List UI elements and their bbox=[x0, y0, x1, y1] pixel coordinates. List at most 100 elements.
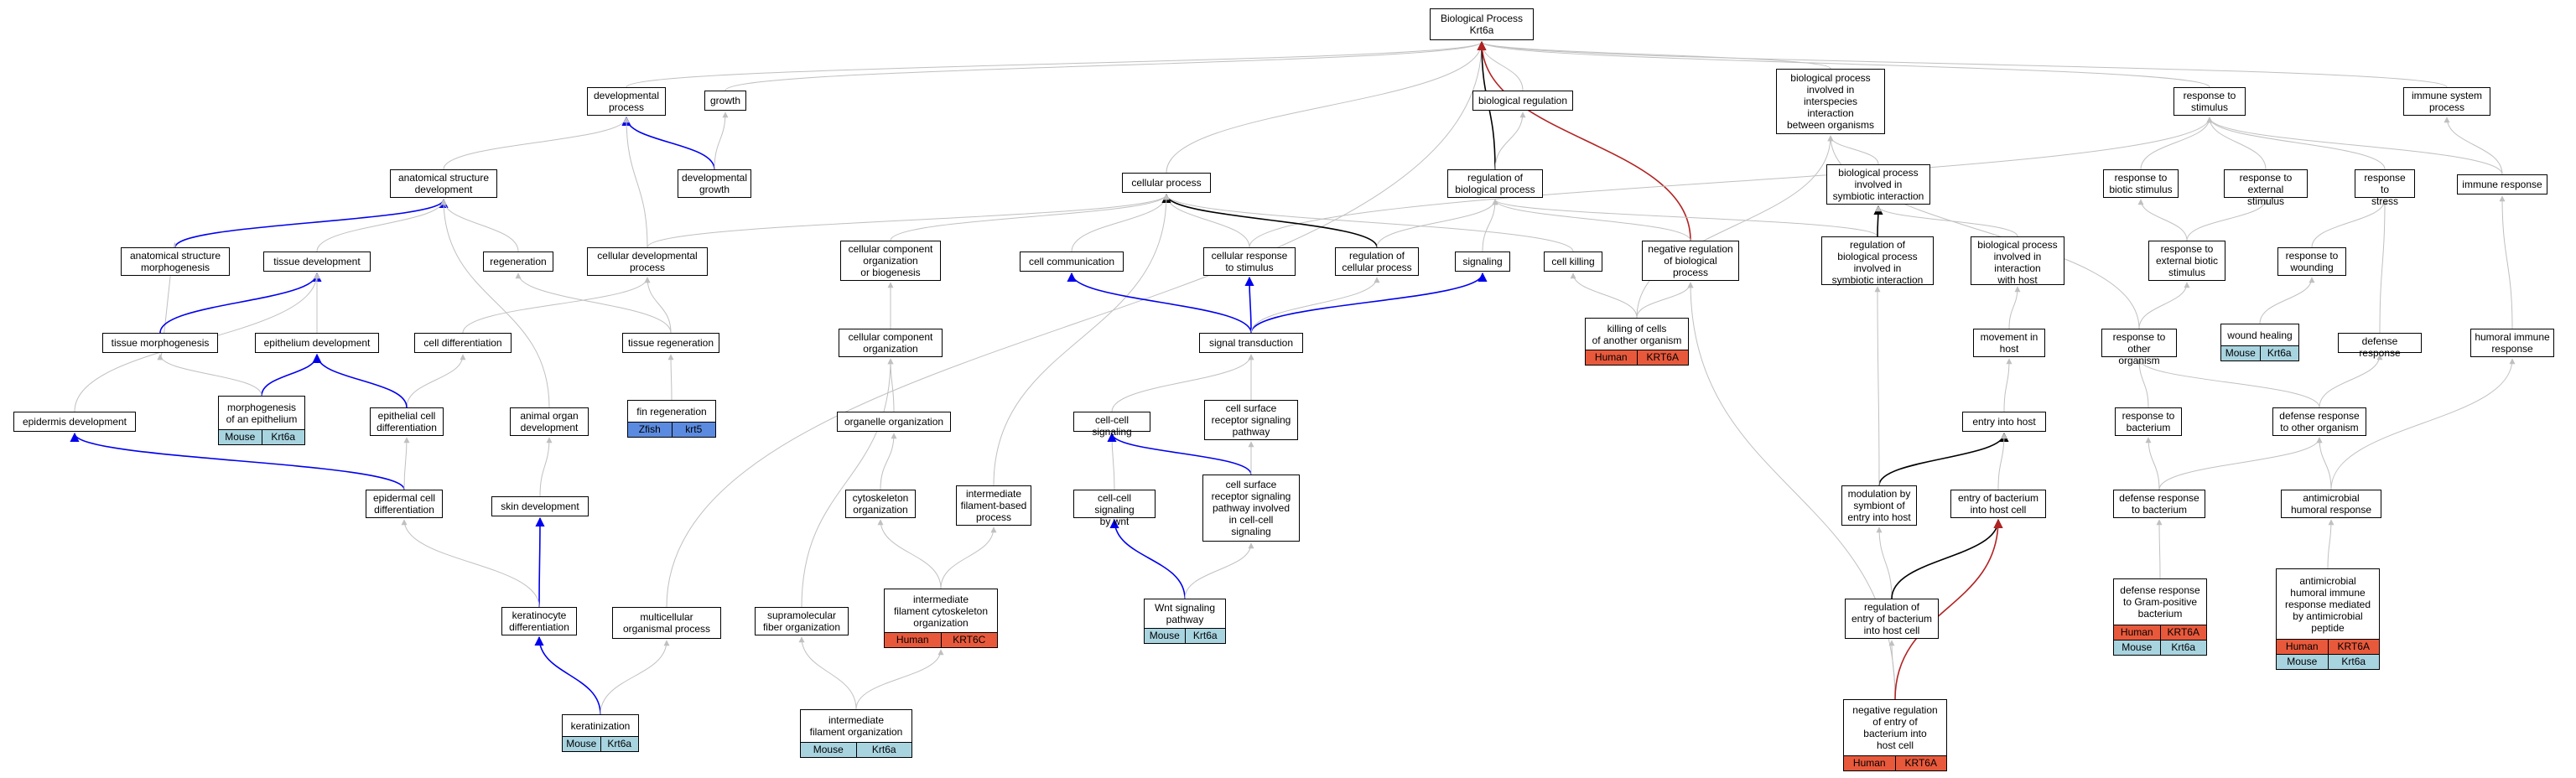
go-term-label: defense response to other organism bbox=[2279, 410, 2360, 433]
edge-movhost-to-bpihost bbox=[2008, 286, 2021, 329]
go-term-negreg: negative regulation of biological proces… bbox=[1642, 241, 1739, 281]
go-term-modentry: modulation by symbiont of entry into hos… bbox=[1841, 485, 1917, 526]
go-term-animalorgan: animal organ development bbox=[510, 407, 589, 436]
edge-epicelldiff-to-celldiff bbox=[406, 354, 466, 408]
go-term-label: Wnt signaling pathway bbox=[1154, 602, 1216, 625]
edge-negregentry-to-entrybact bbox=[1894, 518, 2003, 700]
go-term-cellkilling: cell killing bbox=[1544, 252, 1602, 272]
go-term-ccob: cellular component organization or bioge… bbox=[840, 241, 941, 281]
species-gene-tag: KRT6A bbox=[1894, 756, 1946, 770]
go-term-label: wound healing bbox=[2227, 329, 2293, 341]
species-gene-tag: Mouse bbox=[801, 743, 856, 757]
go-term-label: regulation of biological process involve… bbox=[1831, 239, 1924, 286]
go-term-label: developmental process bbox=[593, 90, 660, 113]
go-term-resporg: response to other organism bbox=[2101, 329, 2177, 366]
edge-regsym-to-symbiotic bbox=[1873, 205, 1883, 237]
go-term-label: cell-cell signaling bbox=[1092, 414, 1132, 438]
edge-epidcelldiff-to-epicelldiff bbox=[403, 437, 410, 490]
go-term-label: entry of bacterium into host cell bbox=[1957, 492, 2039, 516]
go-term-label: cellular response to stimulus bbox=[1211, 250, 1288, 273]
edge-bpihost-to-symbiotic bbox=[1875, 205, 2018, 237]
edge-modentry-to-regsym bbox=[1874, 286, 1881, 486]
go-term-respwound: response to wounding bbox=[2277, 247, 2346, 276]
go-term-cytoorg: cytoskeleton organization bbox=[845, 490, 916, 518]
edge-respext-to-respstim bbox=[2206, 117, 2267, 170]
go-term-ccswnt: cell-cell signaling by wnt bbox=[1073, 490, 1156, 527]
go-term-label: negative regulation of biological proces… bbox=[1648, 243, 1733, 278]
go-term-defgram: defense response to Gram-positive bacter… bbox=[2113, 578, 2207, 656]
edge-regsym-to-regbio bbox=[1492, 199, 1878, 237]
go-term-regsym: regulation of biological process involve… bbox=[1821, 236, 1934, 286]
go-term-multi: multicellular organismal process bbox=[612, 607, 721, 639]
go-term-label: cell killing bbox=[1551, 256, 1595, 267]
go-term-epidev: epithelium development bbox=[255, 333, 379, 353]
edge-respextbio-to-respext bbox=[2186, 199, 2269, 241]
edge-wnt-to-csrspcc bbox=[1184, 542, 1254, 599]
go-term-label: cytoskeleton organization bbox=[852, 492, 909, 516]
go-term-label: biological process involved in interspec… bbox=[1786, 72, 1875, 131]
go-term-label: developmental growth bbox=[681, 172, 748, 195]
species-gene-tag: Human bbox=[885, 633, 941, 647]
go-term-label: cell communication bbox=[1028, 256, 1115, 267]
go-term-label: immune response bbox=[2462, 179, 2542, 190]
go-term-label: biological process involved in symbiotic… bbox=[1832, 167, 1924, 202]
go-term-tissregen: tissue regeneration bbox=[622, 333, 719, 353]
go-term-label: tissue morphogenesis bbox=[111, 337, 210, 349]
go-term-immresp: immune response bbox=[2457, 174, 2547, 194]
species-gene-tag: krt5 bbox=[671, 423, 715, 437]
go-term-label: anatomical structure development bbox=[397, 172, 490, 195]
species-gene-tag: Mouse bbox=[1145, 629, 1185, 643]
edge-killing-to-negreg bbox=[1636, 282, 1694, 319]
go-term-label: biological process involved in interacti… bbox=[1977, 239, 2058, 286]
go-term-label: regeneration bbox=[490, 256, 547, 267]
go-term-csrsp: cell surface receptor signaling pathway bbox=[1204, 400, 1298, 440]
edge-asd-to-devproc bbox=[443, 117, 630, 170]
species-gene-tag: Krt6a bbox=[600, 737, 638, 751]
go-term-label: skin development bbox=[501, 501, 579, 512]
go-term-respext: response to external stimulus bbox=[2224, 169, 2308, 207]
species-gene-tag: Mouse bbox=[219, 430, 262, 444]
edge-regentry-to-modentry bbox=[1876, 526, 1893, 599]
edge-defother-to-defresp bbox=[2319, 354, 2383, 408]
go-term-label: epithelial cell differentiation bbox=[377, 410, 437, 433]
edge-antimicro-to-humimm bbox=[2330, 358, 2516, 490]
species-gene-tag: Krt6a bbox=[2259, 346, 2298, 360]
edge-cellresp-to-respstim bbox=[1249, 117, 2213, 248]
edge-iforg-to-ifcyto bbox=[855, 649, 944, 710]
edge-ifcyto-to-ifbp bbox=[940, 526, 997, 589]
go-term-label: response to bacterium bbox=[2122, 410, 2175, 433]
go-term-sigtrans: signal transduction bbox=[1199, 333, 1303, 353]
edge-amhumoral-to-antimicro bbox=[2327, 519, 2334, 569]
go-term-movhost: movement in host bbox=[1973, 329, 2045, 357]
edge-respwound-to-respstress bbox=[2311, 199, 2388, 248]
edge-celldevproc-to-cellproc bbox=[647, 194, 1170, 248]
edge-cellkilling-to-cellproc bbox=[1163, 194, 1574, 252]
edge-keratinization-to-kerdiff bbox=[534, 635, 601, 715]
go-term-label: antimicrobial humoral immune response me… bbox=[2284, 574, 2371, 634]
go-term-label: organelle organization bbox=[844, 416, 944, 428]
go-term-label: intermediate filament cytoskeleton organ… bbox=[893, 593, 989, 629]
go-term-amhumoral: antimicrobial humoral immune response me… bbox=[2276, 568, 2380, 670]
species-gene-tag: KRT6A bbox=[1636, 350, 1688, 365]
go-term-cellcomm: cell communication bbox=[1020, 252, 1124, 272]
edge-regcell-to-regbio bbox=[1376, 199, 1498, 248]
go-term-entrybact: entry of bacterium into host cell bbox=[1950, 490, 2046, 518]
edge-multi-to-root bbox=[666, 41, 1485, 608]
species-gene-tag: Human bbox=[1844, 756, 1895, 770]
edge-skindev-to-animalorgan bbox=[539, 437, 553, 497]
edge-negreg-to-root bbox=[1477, 40, 1691, 241]
go-term-label: fin regeneration bbox=[636, 405, 707, 418]
species-gene-tag: Krt6a bbox=[1184, 629, 1225, 643]
go-term-label: regulation of biological process bbox=[1455, 172, 1535, 195]
species-gene-tag: Mouse bbox=[2221, 346, 2260, 360]
go-term-regcell: regulation of cellular process bbox=[1335, 247, 1419, 276]
go-term-label: tissue regeneration bbox=[627, 337, 714, 349]
go-term-label: defense response to bacterium bbox=[2119, 492, 2199, 516]
go-term-entryhost: entry into host bbox=[1962, 412, 2046, 432]
edge-respbact-to-resporg bbox=[2136, 358, 2149, 408]
